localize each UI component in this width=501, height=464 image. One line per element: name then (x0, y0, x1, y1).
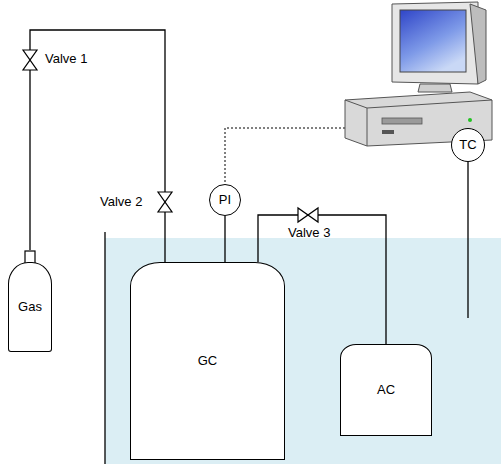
node-label: Gas (18, 300, 42, 314)
bath-wall (104, 232, 105, 464)
valve-label: Valve 3 (288, 226, 330, 240)
water (105, 238, 501, 464)
pressure-indicator: PI (209, 184, 241, 216)
node-label: TC (459, 138, 476, 152)
pipe-line (30, 30, 165, 262)
valve-symbol (158, 192, 172, 212)
gas-container: GC (130, 262, 285, 460)
absorption-cell: AC (340, 344, 432, 436)
valve-label: Valve 2 (100, 195, 142, 209)
gas-cylinder: Gas (8, 262, 52, 352)
thermocouple-stem (467, 162, 468, 318)
temperature-controller: TC (451, 128, 485, 162)
computer-icon (345, 2, 492, 146)
node-label: PI (219, 193, 231, 207)
signal-line (225, 128, 345, 184)
valve-symbol (23, 50, 37, 70)
node-label: GC (198, 354, 218, 368)
valve-symbol (298, 208, 318, 222)
node-label: AC (377, 383, 395, 397)
valve-label: Valve 1 (45, 52, 87, 66)
pipe-line (224, 216, 225, 262)
